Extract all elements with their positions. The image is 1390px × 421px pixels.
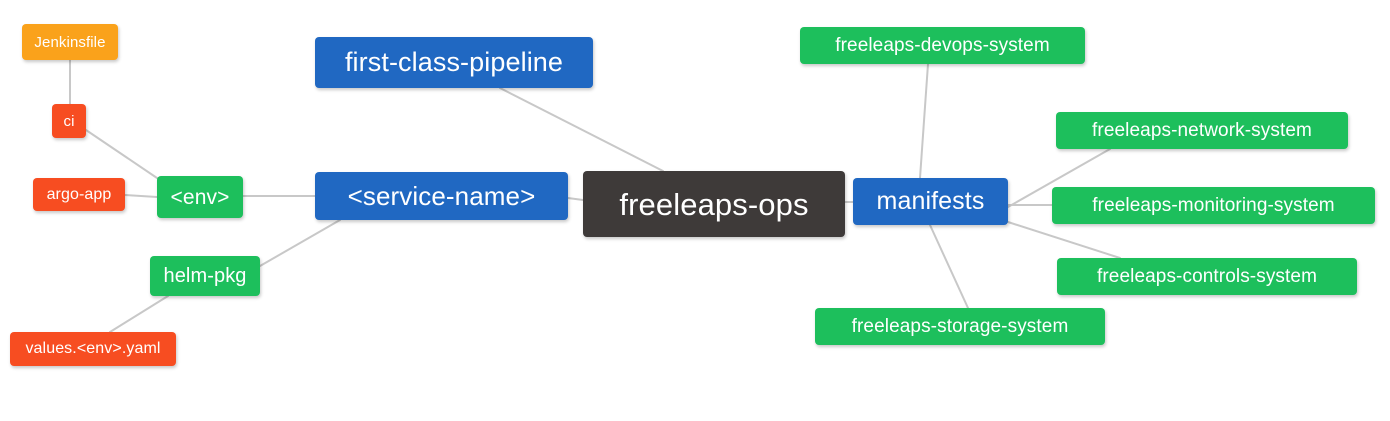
edge-helm-pkg-to-values-yaml [109, 295, 169, 333]
node-ci[interactable]: ci [52, 104, 86, 138]
node-monitoring-system[interactable]: freeleaps-monitoring-system [1052, 187, 1375, 224]
edge-manifests-to-devops-system [919, 63, 929, 179]
edge-ci-to-env [85, 129, 158, 179]
node-values-yaml[interactable]: values.<env>.yaml [10, 332, 176, 366]
node-manifests[interactable]: manifests [853, 178, 1008, 225]
edge-manifests-to-controls-system [1007, 221, 1121, 259]
edge-argo-app-to-env [124, 194, 158, 198]
edge-service-name-to-helm-pkg [259, 219, 341, 267]
node-first-class-pipeline[interactable]: first-class-pipeline [315, 37, 593, 88]
node-freeleaps-ops[interactable]: freeleaps-ops [583, 171, 845, 237]
node-helm-pkg[interactable]: helm-pkg [150, 256, 260, 296]
node-devops-system[interactable]: freeleaps-devops-system [800, 27, 1085, 64]
node-service-name[interactable]: <service-name> [315, 172, 568, 220]
node-controls-system[interactable]: freeleaps-controls-system [1057, 258, 1357, 295]
node-network-system[interactable]: freeleaps-network-system [1056, 112, 1348, 149]
edge-service-name-to-freeleaps-ops [567, 197, 584, 201]
node-storage-system[interactable]: freeleaps-storage-system [815, 308, 1105, 345]
edge-first-class-pipeline-to-freeleaps-ops [499, 87, 664, 172]
node-jenkinsfile[interactable]: Jenkinsfile [22, 24, 118, 60]
edge-manifests-to-storage-system [929, 224, 969, 309]
node-env[interactable]: <env> [157, 176, 243, 218]
node-argo-app[interactable]: argo-app [33, 178, 125, 211]
